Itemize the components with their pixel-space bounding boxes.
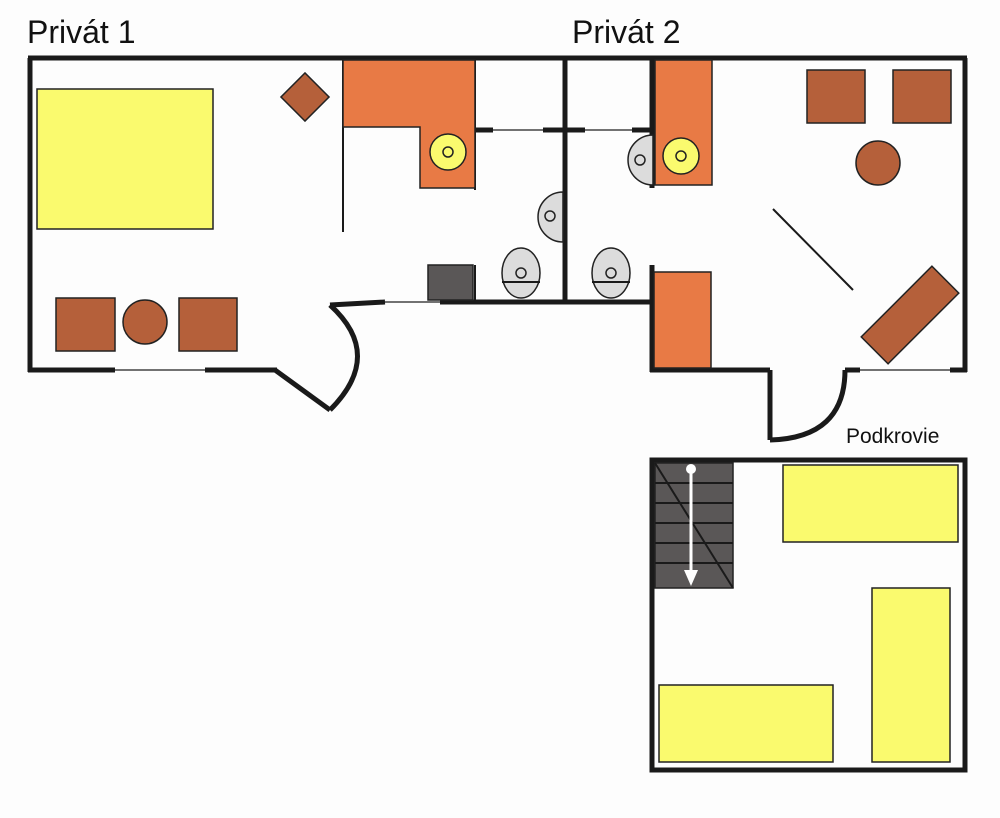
privat-2-label: Privát 2 [572,14,681,50]
double-bed [36,88,214,230]
bed [860,265,960,365]
arrow-down-icon [684,570,698,586]
chair [892,69,952,124]
bed [871,587,951,763]
table [122,299,168,345]
chair [55,297,116,352]
chair [178,297,238,352]
bed [658,684,834,763]
privat-1-label: Privát 1 [27,14,136,50]
bed [782,464,959,543]
attic-label: Podkrovie [846,425,940,448]
nightstand [279,71,331,123]
cabinet [653,271,712,369]
table [855,140,901,186]
partition-line [772,208,854,291]
stairs [654,462,734,589]
appliance [427,264,474,301]
attic-walls [649,457,968,773]
chair [806,69,866,124]
